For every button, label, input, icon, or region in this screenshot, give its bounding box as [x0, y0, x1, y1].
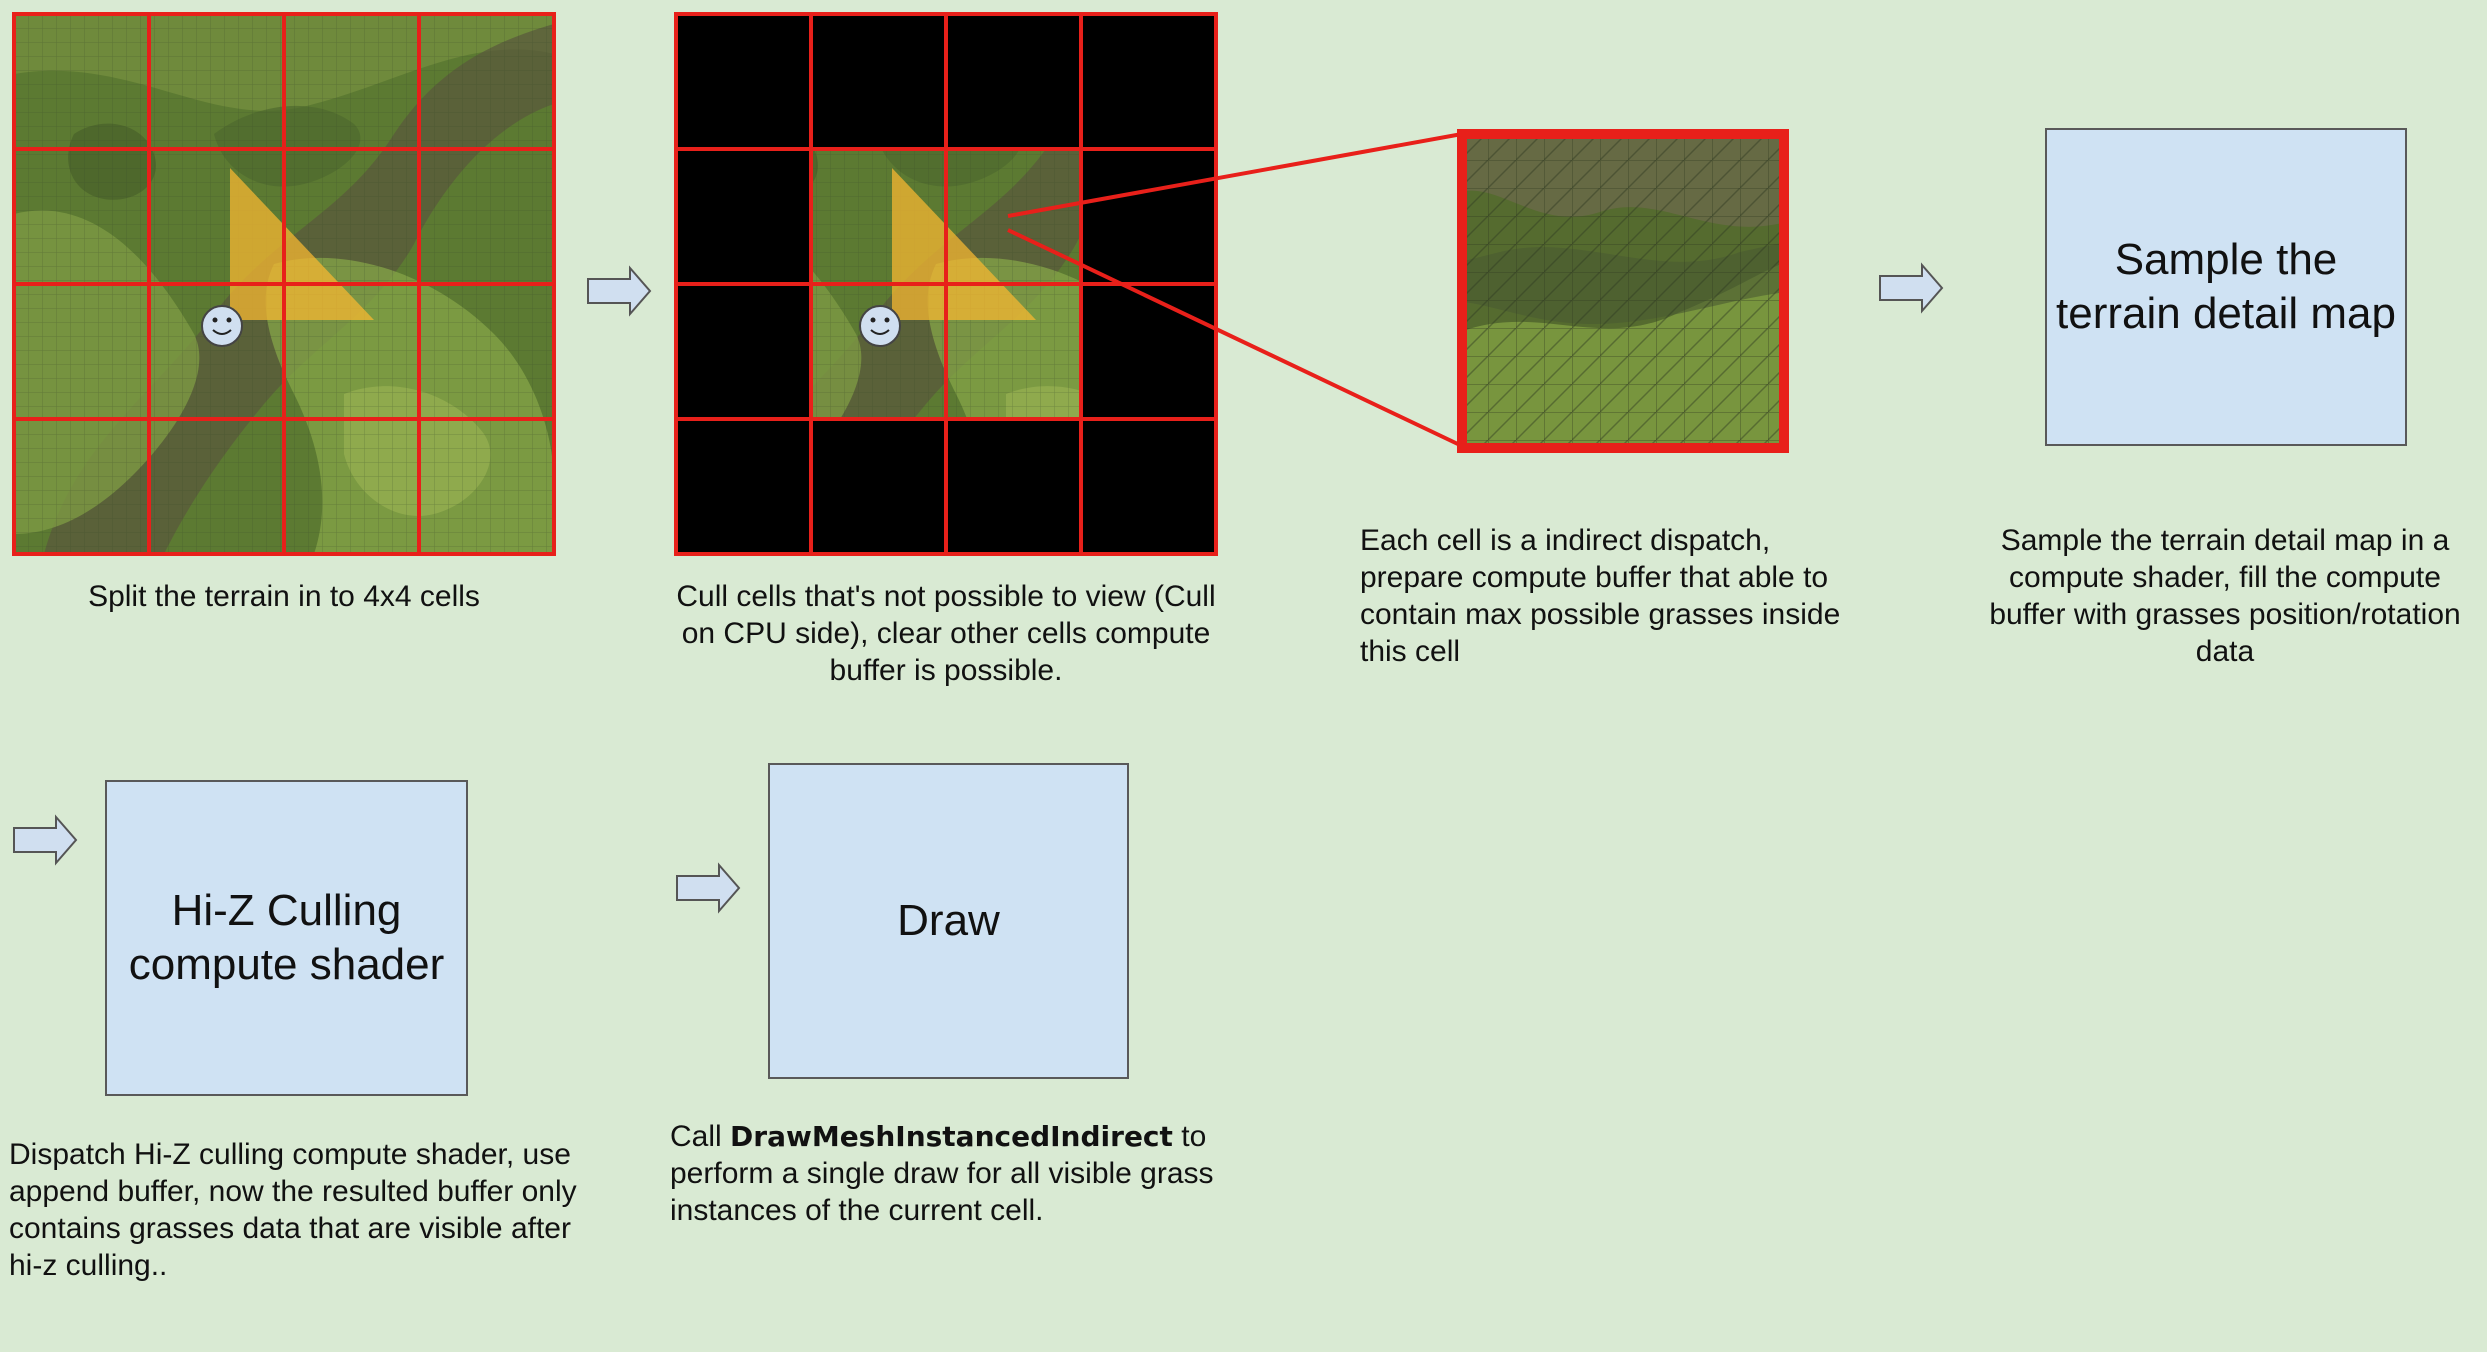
- step-5-caption: Dispatch Hi-Z culling compute shader, us…: [9, 1138, 577, 1282]
- camera-smiley-icon: [201, 305, 243, 347]
- step-6-caption: Call DrawMeshInstancedIndirect to perfor…: [670, 1118, 1290, 1229]
- zoomed-cell-panel: [1457, 129, 1789, 453]
- step-2-caption: Cull cells that's not possible to view (…: [676, 580, 1216, 687]
- step-3-caption: Each cell is a indirect dispatch, prepar…: [1360, 524, 1841, 668]
- terrain-panel-culled: [674, 12, 1218, 556]
- step-6-caption-api-name: DrawMeshInstancedIndirect: [730, 1120, 1173, 1153]
- camera-smiley-icon: [859, 305, 901, 347]
- terrain-panel-split: [12, 12, 556, 556]
- sample-detail-map-box: Sample the terrain detail map: [2045, 128, 2407, 446]
- step-6-caption-suffix: to perform a single draw for all visible…: [670, 1120, 1214, 1227]
- grid-4x4: [674, 12, 1218, 556]
- arrow-4-icon: [676, 862, 741, 914]
- zoom-lines: [1007, 132, 1463, 448]
- arrow-1-icon: [587, 265, 652, 317]
- grid-4x4: [12, 12, 556, 556]
- step-4-caption: Sample the terrain detail map in a compu…: [1989, 524, 2461, 668]
- step-1-caption: Split the terrain in to 4x4 cells: [88, 580, 480, 613]
- arrow-3-icon: [13, 814, 78, 866]
- draw-box: Draw: [768, 763, 1129, 1079]
- arrow-2-icon: [1879, 262, 1944, 314]
- step-6-caption-prefix: Call: [670, 1120, 731, 1153]
- hiz-culling-box: Hi-Z Culling compute shader: [105, 780, 468, 1096]
